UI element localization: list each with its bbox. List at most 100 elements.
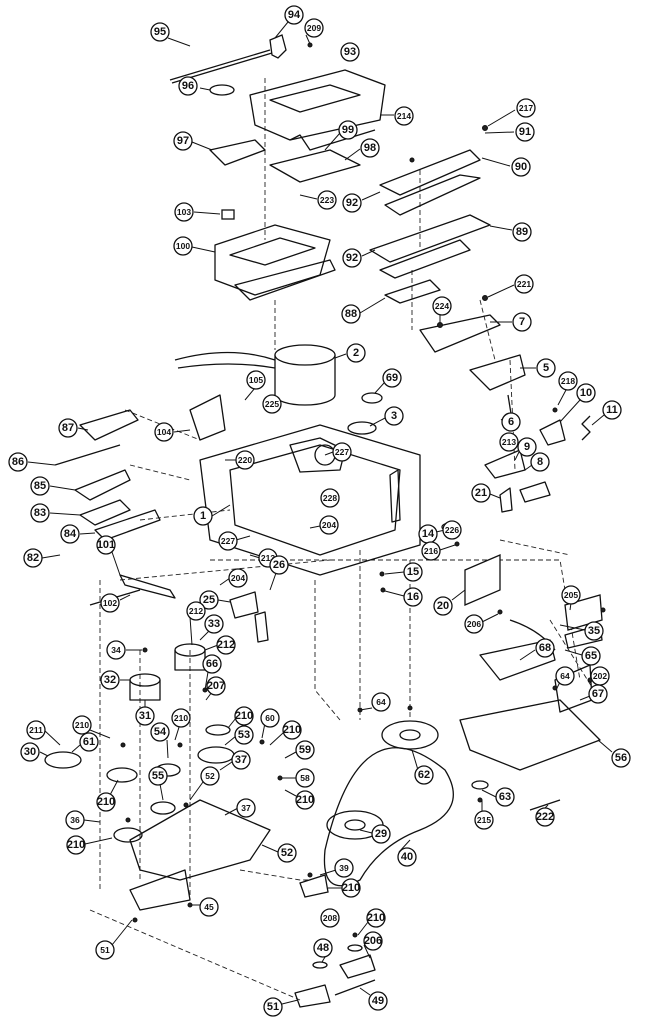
callout: 11 — [591, 400, 622, 426]
svg-text:206: 206 — [467, 619, 481, 629]
callout: 26 — [269, 555, 289, 591]
svg-text:207: 207 — [207, 680, 225, 692]
svg-text:58: 58 — [300, 773, 310, 783]
svg-text:104: 104 — [157, 427, 171, 437]
svg-text:204: 204 — [231, 573, 245, 583]
svg-text:213: 213 — [502, 437, 516, 447]
svg-text:10: 10 — [580, 387, 592, 399]
callout: 83 — [30, 503, 81, 523]
svg-text:32: 32 — [104, 674, 116, 686]
svg-text:105: 105 — [249, 375, 263, 385]
svg-text:98: 98 — [364, 142, 376, 154]
svg-text:36: 36 — [70, 815, 80, 825]
callout: 214 — [380, 106, 414, 126]
svg-text:216: 216 — [424, 546, 438, 556]
svg-text:66: 66 — [206, 658, 218, 670]
callout: 35 — [559, 621, 604, 641]
svg-text:67: 67 — [592, 688, 604, 700]
svg-text:210: 210 — [174, 713, 188, 723]
svg-text:85: 85 — [34, 480, 46, 492]
callout: 226 — [442, 520, 462, 540]
callout: 227 — [324, 442, 352, 462]
svg-text:31: 31 — [139, 710, 151, 722]
svg-text:93: 93 — [344, 46, 356, 58]
callout: 215 — [474, 800, 494, 830]
callout: 9 — [514, 437, 537, 461]
svg-text:51: 51 — [100, 945, 110, 955]
callout: 104 — [154, 422, 191, 442]
callout: 34 — [106, 640, 142, 660]
callout: 207 — [205, 676, 226, 701]
svg-text:210: 210 — [235, 710, 253, 722]
callout: 103 — [174, 202, 221, 222]
svg-text:90: 90 — [515, 161, 527, 173]
callout: 204 — [219, 568, 248, 588]
callout: 20 — [433, 589, 466, 616]
svg-text:210: 210 — [367, 912, 385, 924]
svg-text:7: 7 — [519, 316, 525, 328]
svg-text:206: 206 — [364, 935, 382, 947]
callout: 85 — [30, 476, 76, 496]
svg-text:210: 210 — [296, 794, 314, 806]
callout: 211 — [26, 720, 61, 746]
callout: 101 — [96, 535, 121, 576]
parts-drawing — [44, 34, 606, 1008]
svg-text:26: 26 — [273, 559, 285, 571]
svg-text:21: 21 — [475, 487, 487, 499]
svg-text:89: 89 — [516, 226, 528, 238]
callout: 3 — [369, 406, 404, 427]
svg-text:210: 210 — [97, 796, 115, 808]
callout: 221 — [487, 274, 534, 298]
callout: 54 — [150, 722, 170, 759]
svg-text:11: 11 — [606, 404, 618, 416]
callout: 84 — [60, 524, 96, 544]
svg-text:215: 215 — [477, 815, 491, 825]
svg-text:212: 212 — [217, 639, 235, 651]
svg-text:228: 228 — [323, 493, 337, 503]
callout: 8 — [524, 452, 550, 472]
svg-text:5: 5 — [543, 362, 549, 374]
svg-text:52: 52 — [281, 847, 293, 859]
svg-text:209: 209 — [307, 23, 321, 33]
svg-text:62: 62 — [418, 769, 430, 781]
callout: 206 — [464, 613, 499, 634]
svg-text:61: 61 — [83, 736, 95, 748]
svg-text:100: 100 — [176, 241, 190, 251]
svg-text:95: 95 — [154, 26, 166, 38]
svg-text:68: 68 — [539, 642, 551, 654]
callout: 31 — [135, 700, 155, 726]
callout: 68 — [519, 638, 555, 661]
svg-text:82: 82 — [27, 552, 39, 564]
svg-text:96: 96 — [182, 80, 194, 92]
svg-text:39: 39 — [339, 863, 349, 873]
svg-text:65: 65 — [585, 650, 597, 662]
callout: 210 — [227, 706, 254, 729]
callout: 60 — [260, 708, 280, 739]
callout: 10 — [559, 383, 596, 423]
callout: 102 — [100, 593, 131, 613]
callout: 210 — [66, 835, 113, 855]
svg-text:208: 208 — [323, 913, 337, 923]
svg-text:6: 6 — [508, 416, 514, 428]
callout: 212 — [186, 601, 206, 646]
svg-text:64: 64 — [560, 671, 570, 681]
svg-text:14: 14 — [422, 528, 435, 540]
callout: 52 — [189, 766, 220, 801]
svg-text:225: 225 — [265, 399, 279, 409]
svg-text:2: 2 — [353, 347, 359, 359]
callout: 87 — [58, 418, 89, 438]
callout: 56 — [597, 739, 631, 768]
callout: 218 — [557, 371, 578, 406]
svg-text:97: 97 — [177, 135, 189, 147]
svg-text:63: 63 — [499, 791, 511, 803]
callout: 14 — [418, 524, 446, 544]
callout: 99 — [324, 120, 358, 151]
callout: 222 — [535, 804, 555, 827]
callout: 98 — [344, 138, 380, 161]
callout: 45 — [192, 897, 219, 917]
callout: 210 — [284, 789, 315, 810]
callout: 51 — [95, 919, 133, 960]
svg-text:204: 204 — [322, 520, 336, 530]
callout: 88 — [341, 297, 386, 324]
